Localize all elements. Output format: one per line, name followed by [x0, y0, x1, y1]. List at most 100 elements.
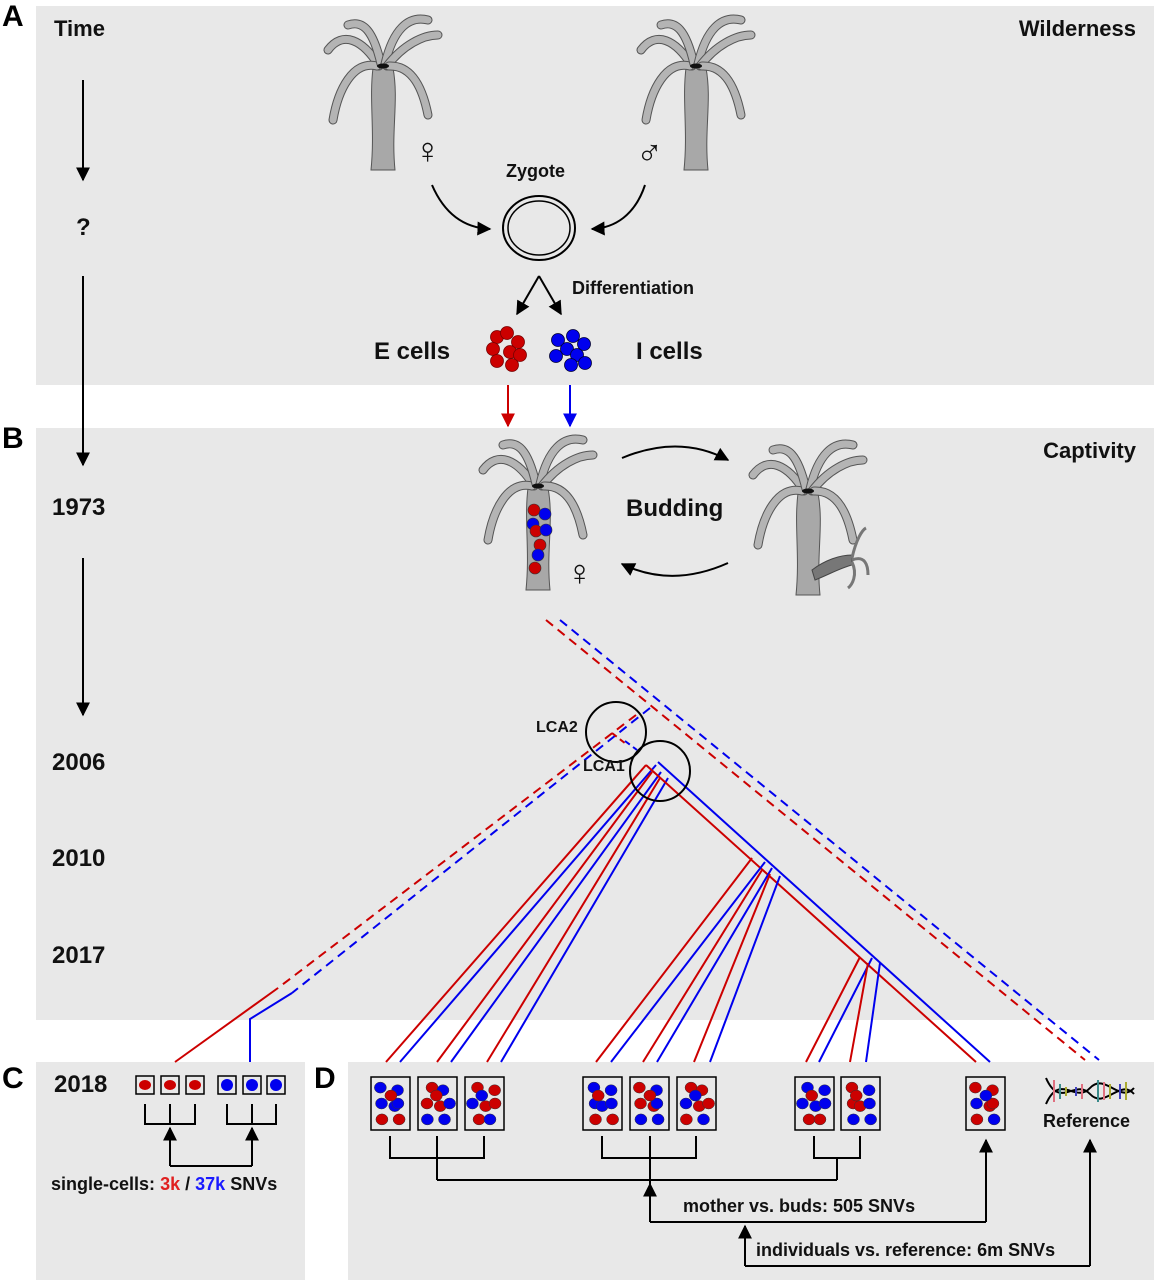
panel-label-d: D	[314, 1062, 336, 1095]
budding-label: Budding	[626, 495, 724, 522]
lca2-to-lca1-blue	[624, 740, 638, 751]
panel-label-b: B	[2, 422, 24, 455]
lca2-to-lca1-red	[611, 732, 627, 745]
year-2010: 2010	[52, 845, 106, 872]
zygote-label: Zygote	[506, 161, 566, 181]
phylogenetic-tree	[174, 619, 1100, 1063]
individual-comparison-brackets	[389, 1136, 1097, 1267]
i-cell	[864, 1113, 877, 1126]
lca2-label: LCA2	[536, 719, 578, 736]
e-cell	[420, 1097, 434, 1110]
e-cell	[970, 1113, 984, 1126]
e-cell	[702, 1097, 715, 1110]
summary-suffix: SNVs	[230, 1174, 278, 1194]
e-cell	[634, 1097, 647, 1110]
budding-hydra-icon	[753, 444, 863, 595]
differentiation-arrow-i	[538, 275, 562, 316]
e-cell	[969, 1081, 982, 1094]
summary-separator: /	[185, 1174, 191, 1194]
year-2006: 2006	[52, 749, 106, 776]
hydra-cells	[526, 503, 553, 575]
female-symbol: ♀	[414, 130, 441, 171]
i-cell	[818, 1097, 832, 1110]
i-cell	[604, 1084, 618, 1096]
e-snv-count: 3k	[160, 1174, 181, 1194]
captive-female-symbol: ♀	[566, 552, 593, 593]
male-to-zygote-arrow	[590, 184, 646, 236]
i-cell	[651, 1113, 665, 1126]
captivity-label: Captivity	[1043, 438, 1136, 463]
individual-boxes	[370, 1076, 1006, 1131]
dna-reference-icon	[1045, 1077, 1135, 1105]
i-cell	[475, 1089, 489, 1102]
e-cell	[633, 1081, 646, 1094]
e-cell	[430, 1089, 443, 1102]
reference-lineage-red	[545, 619, 1086, 1061]
i-cell	[438, 1113, 451, 1126]
e-cell	[643, 1089, 657, 1102]
i-cell	[796, 1097, 809, 1110]
zygote-icon	[502, 195, 576, 261]
e-cell	[606, 1113, 619, 1126]
i-cell	[443, 1097, 456, 1110]
i-cell	[818, 1084, 831, 1096]
i-cell	[391, 1097, 405, 1110]
e-cell	[488, 1084, 501, 1096]
c-branch-red	[174, 987, 279, 1063]
year-1973: 1973	[52, 494, 106, 521]
e-cell	[805, 1089, 819, 1102]
e-cells-label: E cells	[374, 338, 451, 365]
lca2-lineage-red	[277, 714, 637, 989]
individuals-vs-reference-label: individuals vs. reference: 6m SNVs	[756, 1240, 1056, 1260]
wilderness-label: Wilderness	[1018, 16, 1136, 41]
year-2018: 2018	[54, 1071, 108, 1098]
panel-c-background	[36, 1062, 305, 1280]
panel-b-background	[36, 428, 1154, 1020]
single-cell-comparison-brackets	[144, 1104, 277, 1167]
panel-a-background	[36, 6, 1154, 385]
female-to-zygote-arrow	[431, 184, 492, 236]
e-cell	[375, 1113, 389, 1126]
single-cell-summary: single-cells: 3k / 37k SNVs	[51, 1174, 277, 1195]
reference-label: Reference	[1043, 1111, 1131, 1131]
i-cells-label: I cells	[636, 338, 703, 365]
e-cell	[589, 1113, 602, 1126]
e-cell	[986, 1097, 1000, 1110]
bud-icon	[811, 526, 870, 590]
e-cell	[472, 1113, 486, 1126]
i-cell	[375, 1097, 388, 1110]
e-cell	[849, 1089, 863, 1102]
time-label: Time	[54, 16, 105, 41]
e-cell	[384, 1089, 398, 1102]
i-cell	[421, 1113, 434, 1126]
c-branch-blue	[249, 992, 293, 1062]
lca1-circle	[629, 740, 691, 802]
e-cell	[680, 1113, 693, 1126]
i-cell	[862, 1084, 876, 1096]
year-2017: 2017	[52, 942, 106, 969]
budding-arrow-top	[621, 445, 730, 461]
e-cell	[392, 1113, 406, 1126]
budding-arrow-bottom	[620, 562, 729, 577]
lca2-lineage-blue	[291, 707, 651, 994]
i-cell	[650, 1097, 664, 1110]
i-snv-count: 37k	[195, 1174, 226, 1194]
lca2-circle	[585, 701, 647, 763]
i-cell	[970, 1097, 983, 1110]
mother-vs-buds-label: mother vs. buds: 505 SNVs	[683, 1196, 916, 1216]
lca1-label: LCA1	[583, 758, 625, 775]
e-cells-cluster	[486, 326, 527, 372]
i-cell	[863, 1097, 876, 1110]
i-cell	[605, 1097, 618, 1110]
e-cell	[591, 1089, 605, 1102]
i-cell	[689, 1089, 702, 1102]
i-cell	[987, 1113, 1001, 1126]
i-cell	[483, 1113, 497, 1126]
panel-label-a: A	[2, 0, 24, 33]
i-cell	[697, 1113, 710, 1126]
i-cell	[374, 1081, 387, 1094]
panel-label-c: C	[2, 1062, 24, 1095]
male-symbol: ♂	[636, 132, 663, 173]
differentiation-arrow-e	[516, 275, 540, 316]
